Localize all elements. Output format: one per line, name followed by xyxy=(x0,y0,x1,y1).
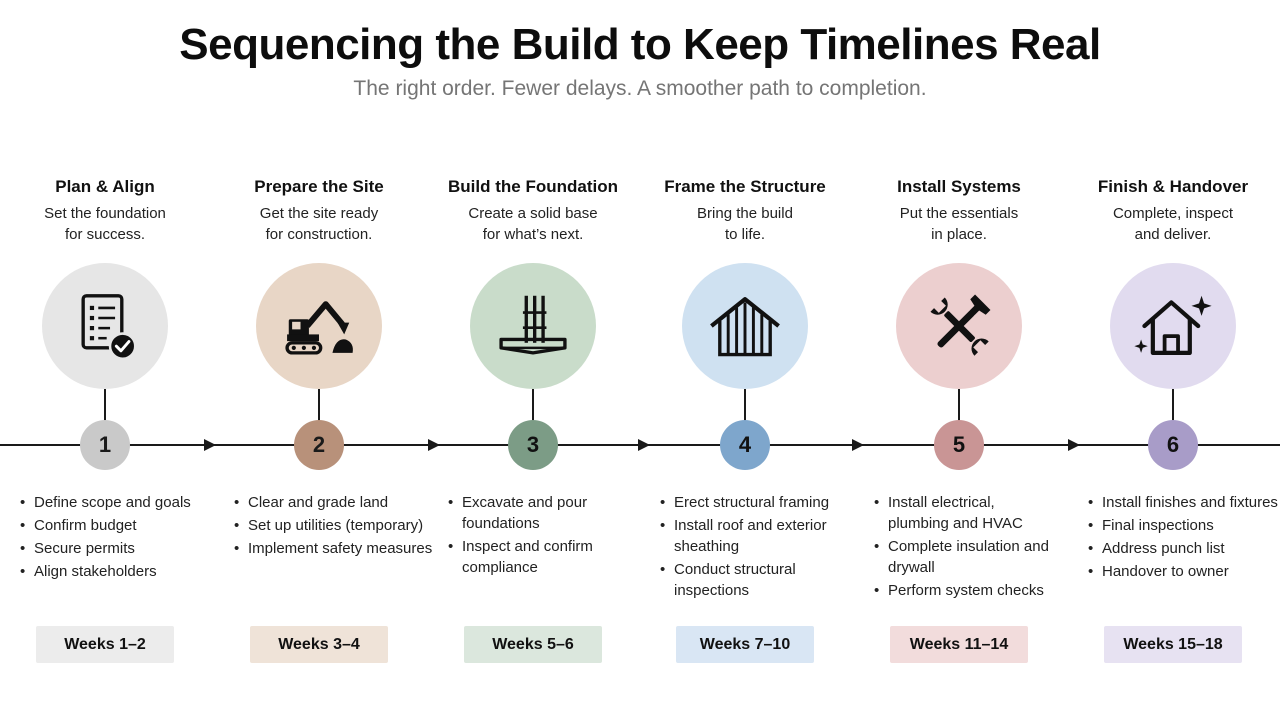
phase-description: Put the essentials in place. xyxy=(879,203,1039,245)
timeline-arrow xyxy=(638,439,650,451)
list-item: Install roof and exterior sheathing xyxy=(660,515,845,557)
phase-description-line: Complete, inspect xyxy=(1112,205,1234,222)
phase-title: Frame the Structure xyxy=(664,177,826,196)
phase-number-badge: 4 xyxy=(720,420,770,470)
phase-title: Build the Foundation xyxy=(448,177,618,196)
checklist-icon xyxy=(81,294,137,361)
phase-6: Finish & Handover Complete, inspect and … xyxy=(1066,0,1280,720)
phase-2: Prepare the Site Get the site ready for … xyxy=(212,0,432,720)
weeks-badge: Weeks 3–4 xyxy=(250,626,388,663)
phase-number-badge: 3 xyxy=(508,420,558,470)
phase-task-list: Define scope and goals Confirm budget Se… xyxy=(20,492,220,584)
phase-description: Get the site ready for construction. xyxy=(239,203,399,245)
phase-description-line: Get the site ready xyxy=(259,205,379,222)
phase-task-list: Clear and grade land Set up utilities (t… xyxy=(234,492,434,561)
phase-title: Finish & Handover xyxy=(1097,177,1249,196)
list-item: Perform system checks xyxy=(874,580,1059,601)
phase-description-line: Set the foundation xyxy=(44,205,166,222)
list-item: Define scope and goals xyxy=(20,492,220,513)
page-title: Sequencing the Build to Keep Timelines R… xyxy=(179,20,1101,69)
list-item: Implement safety measures xyxy=(234,538,434,559)
list-item: Conduct structural inspections xyxy=(660,559,845,601)
weeks-badge: Weeks 7–10 xyxy=(676,626,814,663)
tools-icon xyxy=(930,294,991,356)
page-subtitle: The right order. Fewer delays. A smoothe… xyxy=(353,77,927,100)
phase-task-list: Install finishes and fixtures Final insp… xyxy=(1088,492,1280,584)
phase-1: Plan & Align Set the foundation for succ… xyxy=(0,0,212,720)
list-item: Final inspections xyxy=(1088,515,1280,536)
phase-task-list: Erect structural framing Install roof an… xyxy=(660,492,845,603)
foundation-icon xyxy=(499,295,567,355)
phase-number-badge: 5 xyxy=(934,420,984,470)
phase-title: Prepare the Site xyxy=(254,177,384,196)
excavator-icon xyxy=(285,301,353,355)
list-item: Address punch list xyxy=(1088,538,1280,559)
house-sparkle-icon xyxy=(1134,295,1212,355)
phase-description-line: to life. xyxy=(724,226,766,243)
phase-icon-circle xyxy=(896,263,1022,389)
phase-title: Plan & Align xyxy=(55,177,155,196)
phase-connector xyxy=(958,389,960,421)
list-item: Install electrical, plumbing and HVAC xyxy=(874,492,1059,534)
phase-connector xyxy=(532,389,534,421)
timeline-arrow xyxy=(204,439,216,451)
list-item: Clear and grade land xyxy=(234,492,434,513)
weeks-badge: Weeks 11–14 xyxy=(890,626,1028,663)
phase-icon-circle xyxy=(470,263,596,389)
phase-number-badge: 6 xyxy=(1148,420,1198,470)
phase-connector xyxy=(744,389,746,421)
phase-description-line: and deliver. xyxy=(1134,226,1212,243)
phase-description: Bring the build to life. xyxy=(665,203,825,245)
phase-description: Complete, inspect and deliver. xyxy=(1093,203,1253,245)
phase-description-line: Bring the build xyxy=(697,205,793,222)
phase-4: Frame the Structure Bring the build to l… xyxy=(638,0,852,720)
phase-description-line: Create a solid base xyxy=(468,205,598,222)
phase-task-list: Install electrical, plumbing and HVAC Co… xyxy=(874,492,1059,603)
phase-description: Set the foundation for success. xyxy=(25,203,185,245)
list-item: Secure permits xyxy=(20,538,220,559)
list-item: Excavate and pour foundations xyxy=(448,492,618,534)
phase-number-badge: 1 xyxy=(80,420,130,470)
phase-3: Build the Foundation Create a solid base… xyxy=(426,0,640,720)
list-item: Inspect and confirm compliance xyxy=(448,536,618,578)
phase-description-line: for success. xyxy=(64,226,146,243)
phase-icon-circle xyxy=(42,263,168,389)
weeks-badge: Weeks 5–6 xyxy=(464,626,602,663)
phase-icon-circle xyxy=(682,263,808,389)
phase-connector xyxy=(318,389,320,421)
list-item: Handover to owner xyxy=(1088,561,1280,582)
weeks-badge: Weeks 15–18 xyxy=(1104,626,1242,663)
phase-description-line: in place. xyxy=(931,226,987,243)
phase-icon-circle xyxy=(1110,263,1236,389)
house-frame-icon xyxy=(710,297,780,357)
phase-description-line: Put the essentials xyxy=(899,205,1019,222)
phase-5: Install Systems Put the essentials in pl… xyxy=(852,0,1066,720)
phase-title: Install Systems xyxy=(897,177,1021,196)
weeks-badge: Weeks 1–2 xyxy=(36,626,174,663)
list-item: Complete insulation and drywall xyxy=(874,536,1059,578)
timeline-arrow xyxy=(428,439,440,451)
phase-task-list: Excavate and pour foundations Inspect an… xyxy=(448,492,618,580)
list-item: Align stakeholders xyxy=(20,561,220,582)
list-item: Set up utilities (temporary) xyxy=(234,515,434,536)
list-item: Erect structural framing xyxy=(660,492,845,513)
list-item: Confirm budget xyxy=(20,515,220,536)
list-item: Install finishes and fixtures xyxy=(1088,492,1280,513)
timeline-arrow xyxy=(1068,439,1080,451)
phase-description: Create a solid base for what’s next. xyxy=(453,203,613,245)
phase-description-line: for what’s next. xyxy=(482,226,584,243)
phase-number-badge: 2 xyxy=(294,420,344,470)
timeline-arrow xyxy=(852,439,864,451)
phase-connector xyxy=(104,389,106,421)
phase-icon-circle xyxy=(256,263,382,389)
phase-connector xyxy=(1172,389,1174,421)
phase-description-line: for construction. xyxy=(265,226,373,243)
